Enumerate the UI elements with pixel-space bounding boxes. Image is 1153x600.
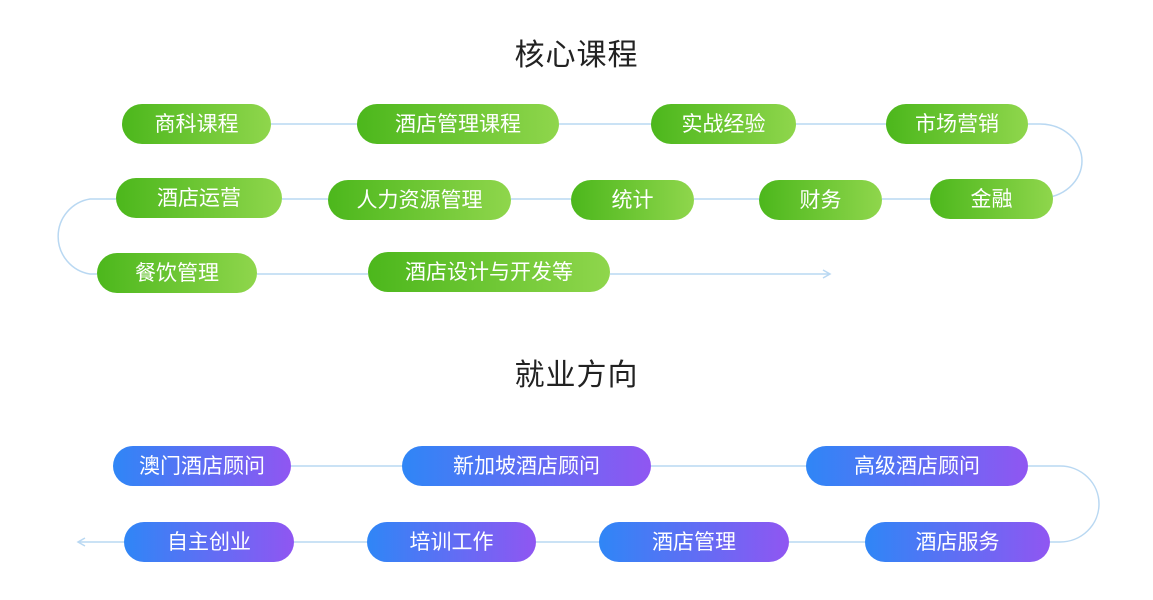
course-pill: 统计 (571, 180, 694, 220)
courses-title: 核心课程 (514, 38, 639, 73)
course-pill: 金融 (930, 179, 1053, 219)
career-pill: 新加坡酒店顾问 (402, 446, 651, 486)
course-pill: 实战经验 (651, 104, 796, 144)
career-pill: 自主创业 (124, 522, 294, 562)
careers-title: 就业方向 (514, 358, 639, 393)
course-connector-curve-left (57, 198, 116, 275)
course-pill: 餐饮管理 (97, 253, 257, 293)
career-pill: 酒店管理 (599, 522, 789, 562)
course-pill: 商科课程 (122, 104, 271, 144)
course-pill: 酒店运营 (116, 178, 282, 218)
course-connector-arrowhead (822, 269, 832, 279)
career-connector-curve-right (1028, 465, 1100, 543)
course-pill: 酒店设计与开发等 (368, 252, 610, 292)
course-pill: 市场营销 (886, 104, 1028, 144)
course-pill: 财务 (759, 180, 882, 220)
course-pill: 人力资源管理 (328, 180, 511, 220)
career-pill: 高级酒店顾问 (806, 446, 1028, 486)
career-pill: 酒店服务 (865, 522, 1050, 562)
course-connector-curve-right (1028, 123, 1083, 199)
career-connector-arrowhead (76, 537, 86, 547)
course-pill: 酒店管理课程 (357, 104, 559, 144)
career-pill: 培训工作 (367, 522, 536, 562)
career-pill: 澳门酒店顾问 (113, 446, 291, 486)
